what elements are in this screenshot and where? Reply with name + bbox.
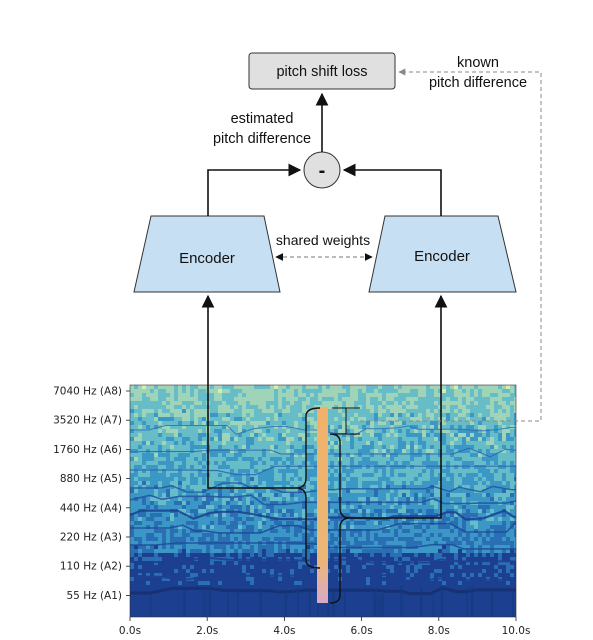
- x-tick-label: 6.0s: [351, 625, 373, 637]
- y-tick-label: 7040 Hz (A8): [53, 386, 122, 398]
- right-encoder-output-arrow: [342, 163, 442, 216]
- known-label-line2: pitch difference: [429, 75, 527, 91]
- y-tick-label: 440 Hz (A4): [60, 502, 122, 514]
- y-tick-label: 1760 Hz (A6): [53, 444, 122, 456]
- y-axis: 7040 Hz (A8) 3520 Hz (A7) 1760 Hz (A6) 880 …: [53, 386, 130, 602]
- x-tick-label: 0.0s: [119, 625, 141, 637]
- y-tick-label: 880 Hz (A5): [60, 473, 122, 485]
- loss-box-label: pitch shift loss: [276, 64, 367, 80]
- y-tick-label: 110 Hz (A2): [60, 561, 122, 573]
- spectrogram-cells: [130, 385, 516, 617]
- encoder-left: Encoder: [133, 215, 281, 293]
- left-input-arrow: [201, 294, 296, 489]
- y-tick-label: 220 Hz (A3): [60, 532, 122, 544]
- encoder-left-label: Encoder: [179, 250, 235, 267]
- encoder-right-label: Encoder: [414, 248, 470, 265]
- pitch-shift-loss-box: pitch shift loss: [248, 52, 396, 90]
- spectrogram: [129, 384, 517, 618]
- x-axis: 0.0s 2.0s 4.0s 6.0s 8.0s 10.0s: [119, 617, 531, 637]
- y-tick-label: 55 Hz (A1): [67, 590, 123, 602]
- x-tick-label: 8.0s: [428, 625, 450, 637]
- crop-highlight-strip: [317, 407, 328, 603]
- known-label-line1: known: [457, 55, 499, 71]
- x-tick-label: 4.0s: [273, 625, 295, 637]
- x-tick-label: 2.0s: [196, 625, 218, 637]
- estimated-label-line1: estimated: [231, 111, 294, 127]
- encoder-right: Encoder: [368, 215, 517, 293]
- pitch-shift-marker: [332, 407, 360, 435]
- estimated-label-line2: pitch difference: [213, 131, 311, 147]
- x-tick-label: 10.0s: [502, 625, 531, 637]
- shared-weights-label: shared weights: [276, 232, 370, 248]
- minus-symbol: -: [319, 160, 326, 182]
- spectrogram-frame: [129, 384, 517, 618]
- left-encoder-output-arrow: [207, 163, 302, 216]
- right-input-arrow: [350, 294, 448, 519]
- y-tick-label: 3520 Hz (A7): [53, 415, 122, 427]
- difference-node: -: [303, 151, 341, 189]
